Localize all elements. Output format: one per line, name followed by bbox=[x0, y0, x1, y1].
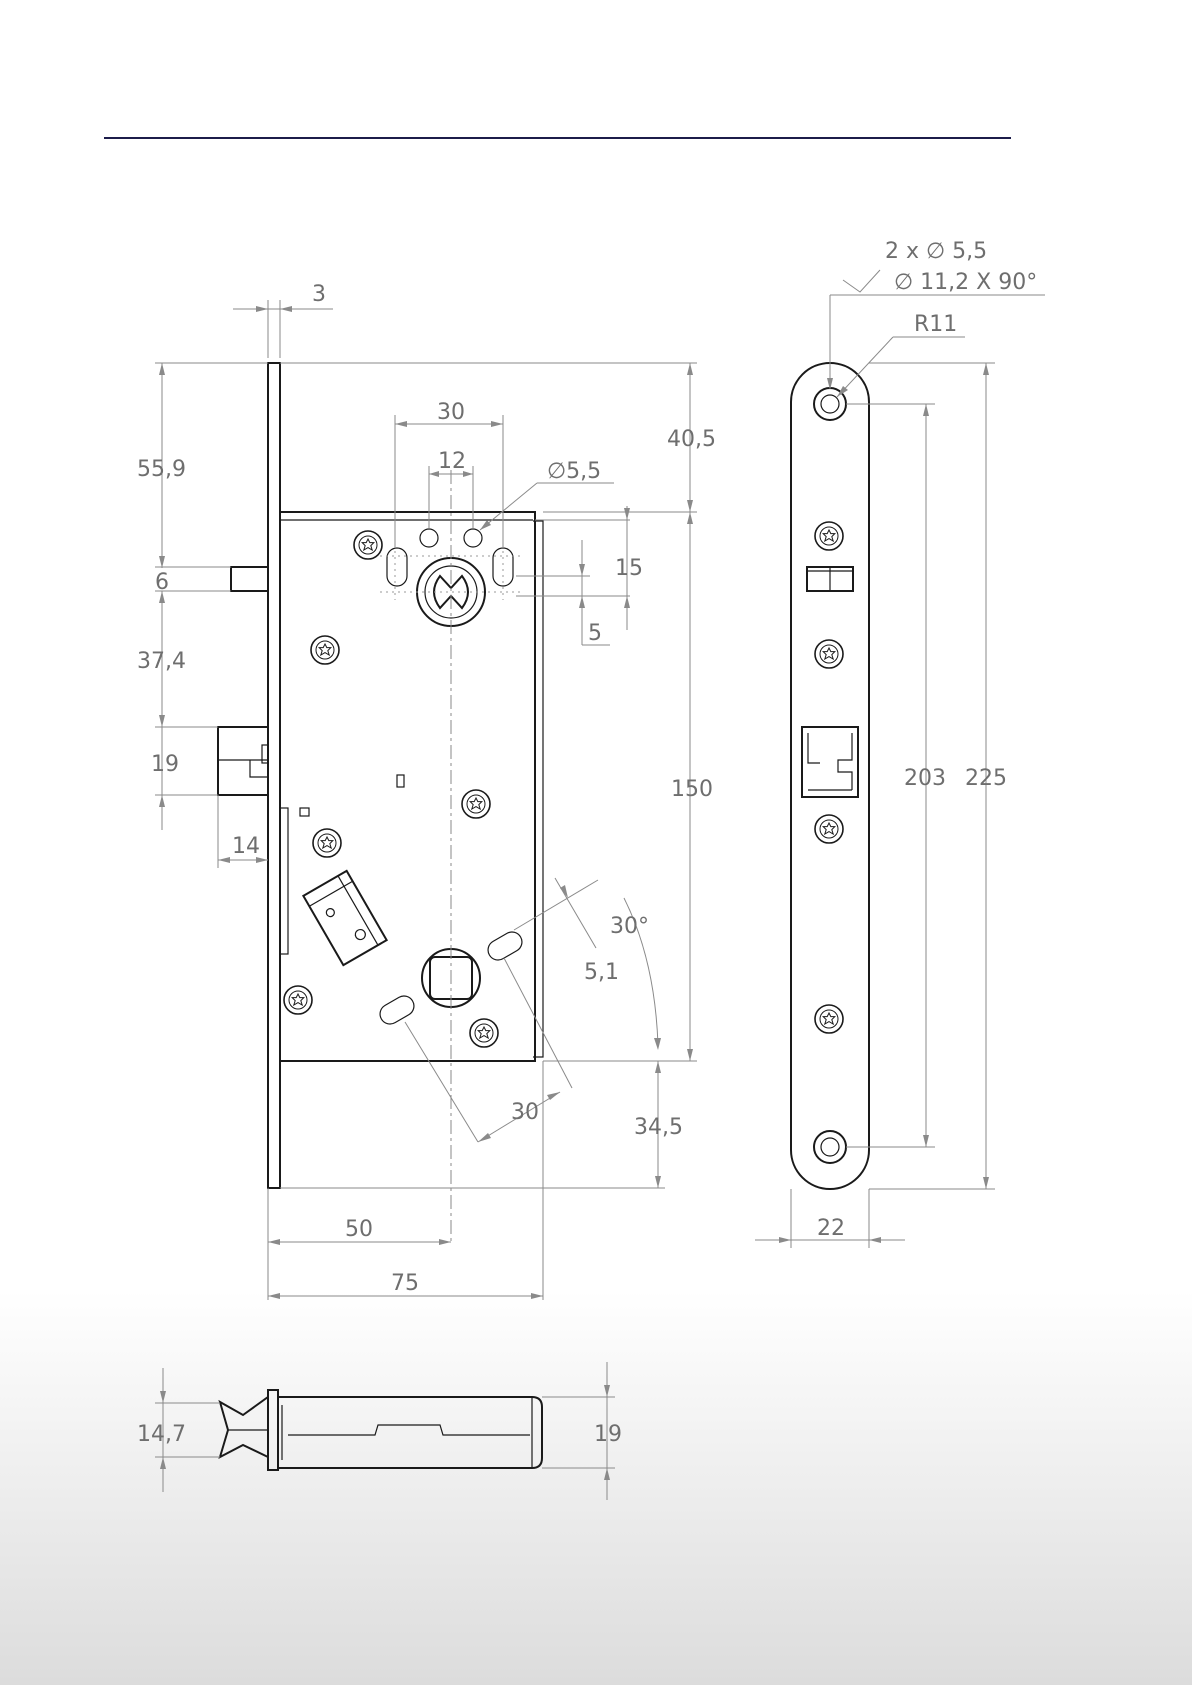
cylinder-hole-right bbox=[464, 529, 482, 547]
auxiliary-latch bbox=[231, 567, 268, 591]
dim-label: 30 bbox=[511, 1100, 539, 1125]
angled-slot bbox=[376, 992, 417, 1027]
dim-label: 12 bbox=[438, 449, 466, 474]
cylinder-hole-left bbox=[420, 529, 438, 547]
dimensions-bolt bbox=[155, 1362, 615, 1500]
dim-label: 150 bbox=[671, 777, 713, 802]
dim-label: 5,1 bbox=[584, 960, 619, 985]
dim-label: 19 bbox=[151, 752, 179, 777]
aux-latch-opening bbox=[807, 567, 853, 591]
screw-icon bbox=[815, 815, 843, 843]
screw-icon bbox=[311, 636, 339, 664]
dim-label: R11 bbox=[914, 312, 957, 337]
faceplate-view bbox=[791, 363, 869, 1189]
lock-front-view bbox=[218, 363, 543, 1245]
dim-label: 6 bbox=[155, 570, 169, 595]
dim-label: 225 bbox=[965, 766, 1007, 791]
dim-label: 14 bbox=[232, 834, 260, 859]
dim-label: ∅ 11,2 X 90° bbox=[894, 270, 1037, 295]
dim-label: 50 bbox=[345, 1217, 373, 1242]
latch-opening bbox=[802, 727, 858, 797]
dim-label: 37,4 bbox=[137, 649, 186, 674]
dim-label: 30 bbox=[437, 400, 465, 425]
dim-label: 3 bbox=[312, 282, 326, 307]
main-latch bbox=[218, 727, 268, 795]
dim-label: 14,7 bbox=[137, 1422, 186, 1447]
dim-label: 75 bbox=[391, 1271, 419, 1296]
bolt-top-view bbox=[220, 1390, 542, 1470]
dimensions-faceplate bbox=[755, 270, 1045, 1248]
dim-label: 22 bbox=[817, 1216, 845, 1241]
screw-icon bbox=[815, 640, 843, 668]
front-plate bbox=[268, 363, 280, 1188]
dim-label: 19 bbox=[594, 1422, 622, 1447]
dim-label: 30° bbox=[610, 914, 649, 939]
screw-icon bbox=[815, 522, 843, 550]
cam-block bbox=[303, 871, 386, 965]
screw-icon bbox=[354, 531, 382, 559]
dim-label: 34,5 bbox=[634, 1115, 683, 1140]
dimensions-front bbox=[155, 300, 697, 1300]
bolt-hook bbox=[220, 1397, 268, 1457]
screw-icon bbox=[470, 1019, 498, 1047]
dim-label: 55,9 bbox=[137, 457, 186, 482]
screw-icon bbox=[462, 790, 490, 818]
dim-label: 40,5 bbox=[667, 427, 716, 452]
dim-label: 5 bbox=[588, 621, 602, 646]
angled-slot bbox=[484, 928, 525, 963]
screw-icon bbox=[313, 829, 341, 857]
dim-label: ∅5,5 bbox=[547, 459, 601, 484]
screw-icon bbox=[284, 986, 312, 1014]
dim-label: 15 bbox=[615, 556, 643, 581]
screw-icon bbox=[815, 1005, 843, 1033]
dim-label: 203 bbox=[904, 766, 946, 791]
dim-label: 2 x ∅ 5,5 bbox=[885, 239, 987, 264]
dimension-labels: 3 55,9 6 37,4 19 14 30 12 ∅5,5 40,5 15 5… bbox=[137, 239, 1037, 1447]
lock-case bbox=[280, 512, 535, 1061]
